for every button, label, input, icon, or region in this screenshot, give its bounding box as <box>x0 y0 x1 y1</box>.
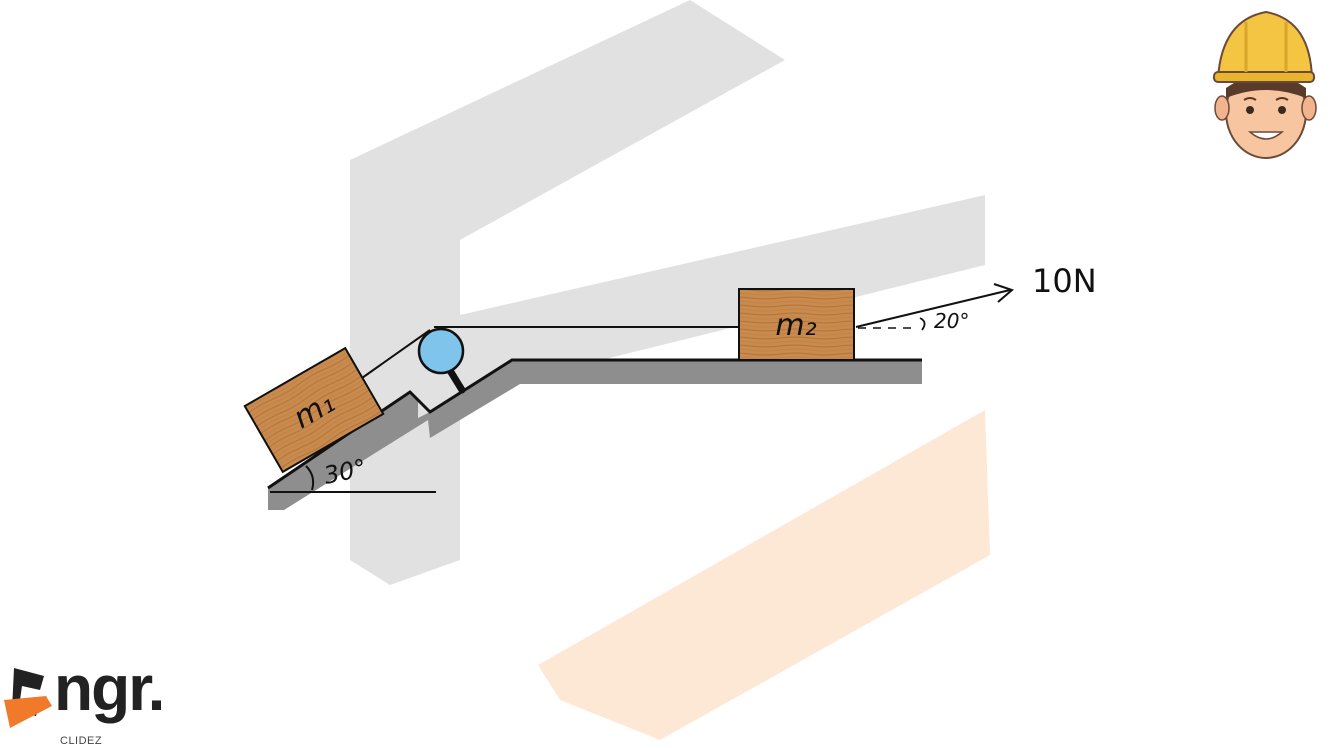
block-m1: m₁ <box>243 346 385 474</box>
brand-subtitle: CLIDEZ <box>60 735 103 747</box>
block-m2-label: m₂ <box>775 308 816 343</box>
rope <box>361 326 740 379</box>
engineer-mascot-avatar <box>1213 10 1317 159</box>
ground-surface <box>267 358 922 510</box>
force-angle-label: 20° <box>934 309 969 333</box>
watermark-orange-shape <box>538 410 990 740</box>
engr-logo-mark <box>4 668 52 728</box>
watermark-gray-shape <box>350 0 985 585</box>
watermark-logo <box>350 0 990 740</box>
force-magnitude-label: 10N <box>1032 262 1097 300</box>
brand-wordmark: ngr. <box>54 652 165 724</box>
force-arrow: 20° 10N <box>855 262 1097 333</box>
block-m2: m₂ <box>738 288 855 361</box>
pulley <box>417 327 465 375</box>
